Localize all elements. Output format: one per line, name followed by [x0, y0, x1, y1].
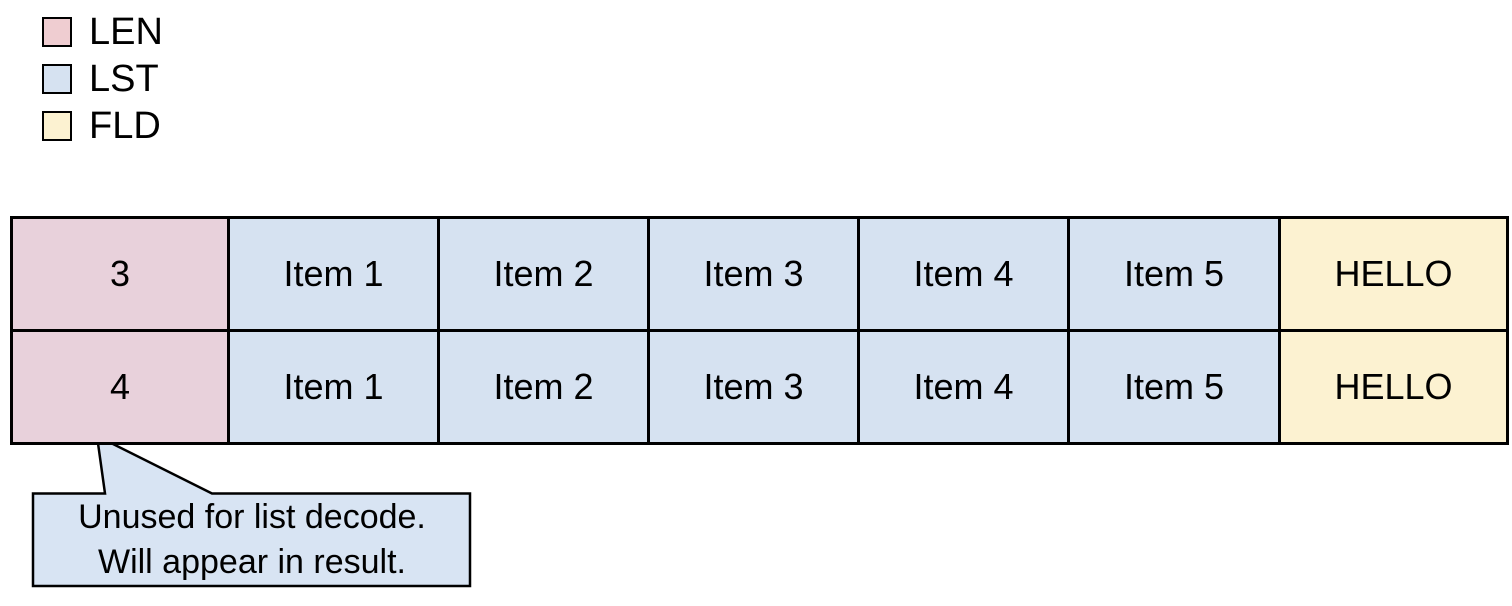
legend-item-fld: FLD	[42, 105, 163, 147]
item-cell: Item 2	[437, 216, 650, 332]
legend-item-len: LEN	[42, 11, 163, 53]
legend: LEN LST FLD	[42, 11, 163, 158]
table-row: 4 Item 1 Item 2 Item 3 Item 4 Item 5 HEL…	[10, 329, 1509, 445]
item-cell: Item 1	[227, 216, 440, 332]
len-cell: 3	[10, 216, 230, 332]
callout-note-line1: Unused for list decode.	[78, 498, 426, 536]
item-cell: Item 5	[1067, 329, 1281, 445]
fld-color-swatch	[42, 111, 72, 141]
callout-bubble-shape	[31, 433, 472, 588]
legend-label-lst: LST	[89, 58, 159, 100]
len-color-swatch	[42, 17, 72, 47]
legend-label-len: LEN	[89, 11, 163, 53]
wire-format-table: 3 Item 1 Item 2 Item 3 Item 4 Item 5 HEL…	[10, 216, 1509, 445]
callout-note-line2: Will appear in result.	[97, 543, 406, 581]
callout-note: Unused for list decode. Will appear in r…	[33, 494, 471, 586]
item-cell: Item 2	[437, 329, 650, 445]
lst-color-swatch	[42, 64, 72, 94]
item-cell: Item 4	[857, 216, 1070, 332]
item-cell: Item 1	[227, 329, 440, 445]
fld-cell: HELLO	[1278, 329, 1509, 445]
fld-cell: HELLO	[1278, 216, 1509, 332]
item-cell: Item 4	[857, 329, 1070, 445]
item-cell: Item 3	[647, 329, 860, 445]
table-row: 3 Item 1 Item 2 Item 3 Item 4 Item 5 HEL…	[10, 216, 1509, 332]
len-cell: 4	[10, 329, 230, 445]
item-cell: Item 5	[1067, 216, 1281, 332]
legend-label-fld: FLD	[89, 105, 161, 147]
item-cell: Item 3	[647, 216, 860, 332]
legend-item-lst: LST	[42, 58, 163, 100]
